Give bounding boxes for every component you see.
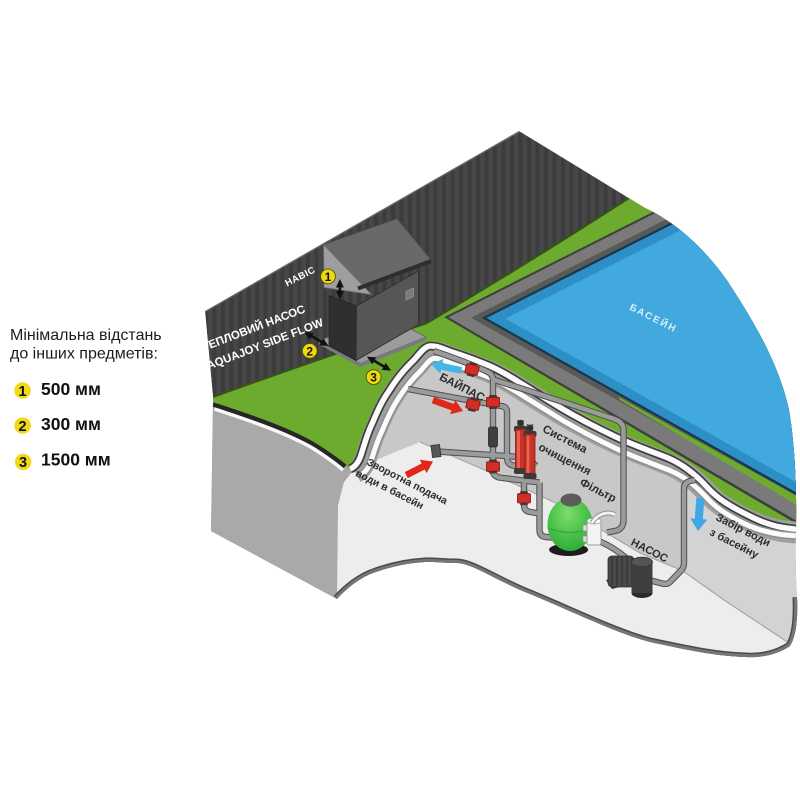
svg-text:500 мм: 500 мм — [41, 379, 101, 399]
svg-text:1: 1 — [325, 270, 332, 284]
svg-text:1500 мм: 1500 мм — [41, 449, 111, 469]
svg-text:3: 3 — [19, 455, 27, 471]
svg-text:до інших предметів:: до інших предметів: — [10, 346, 158, 363]
svg-text:3: 3 — [370, 371, 377, 385]
svg-text:Мінімальна відстань: Мінімальна відстань — [10, 327, 162, 344]
svg-text:2: 2 — [19, 419, 27, 435]
svg-text:2: 2 — [306, 344, 313, 358]
svg-text:1: 1 — [19, 384, 27, 400]
svg-text:300 мм: 300 мм — [41, 414, 101, 434]
